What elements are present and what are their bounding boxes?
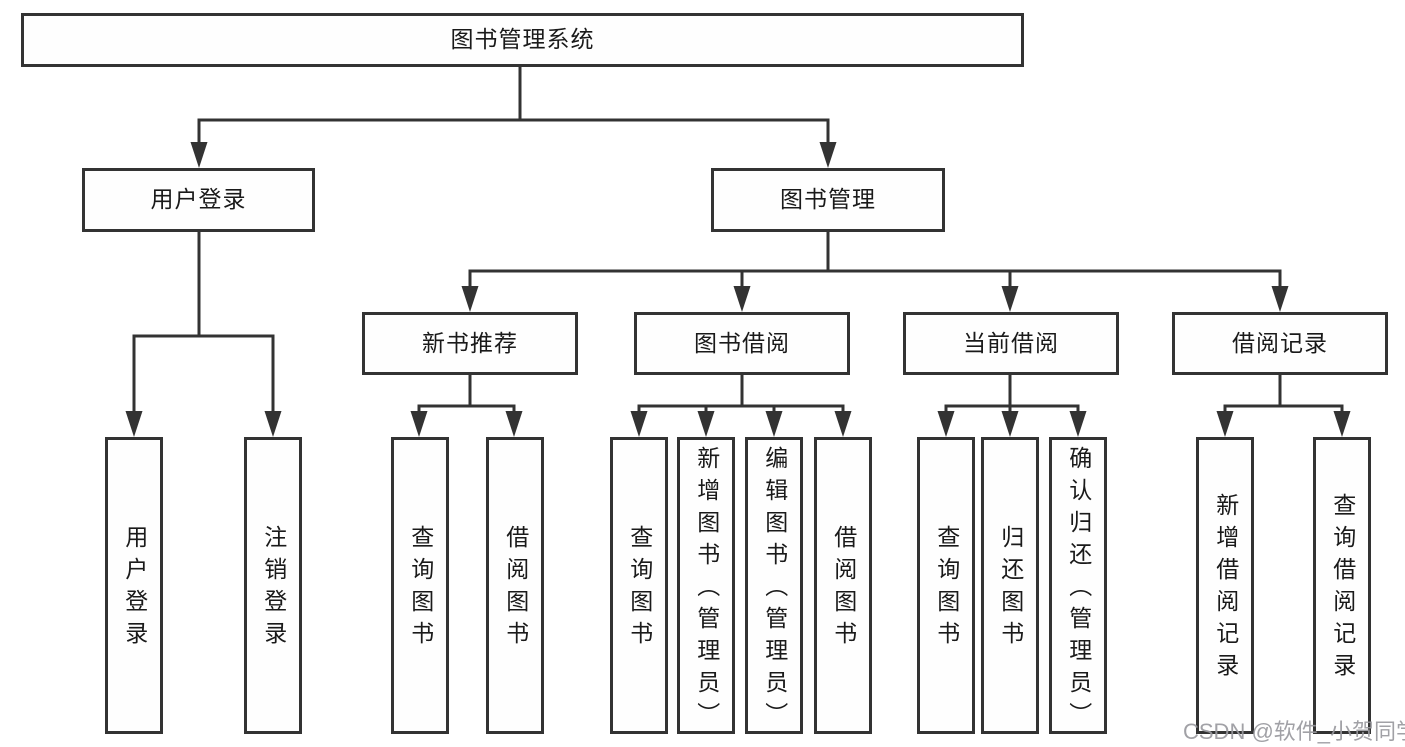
arrowheads: [125, 142, 1351, 437]
leaf-records-add-record: 新增借阅记录: [1196, 437, 1254, 734]
node-borrow-records: 借阅记录: [1172, 312, 1388, 375]
node-root-system: 图书管理系统: [21, 13, 1024, 67]
leaf-current-query-books: 查询图书: [917, 437, 975, 734]
leaf-user-login: 用户登录: [105, 437, 163, 734]
leaf-recommend-query-books: 查询图书: [391, 437, 449, 734]
node-book-borrow: 图书借阅: [634, 312, 850, 375]
leaf-current-return-books: 归还图书: [981, 437, 1039, 734]
leaf-borrow-edit-books-admin: 编辑图书（管理员）: [745, 437, 803, 734]
csdn-watermark: CSDN @软件_小贺同学: [1183, 719, 1405, 744]
leaf-borrow-add-books-admin: 新增图书（管理员）: [677, 437, 735, 734]
leaf-borrow-query-books: 查询图书: [610, 437, 668, 734]
node-current-borrow: 当前借阅: [903, 312, 1119, 375]
leaf-recommend-borrow-books: 借阅图书: [486, 437, 544, 734]
leaf-current-confirm-return-admin: 确认归还（管理员）: [1049, 437, 1107, 734]
leaf-records-query-record: 查询借阅记录: [1313, 437, 1371, 734]
node-book-management-module: 图书管理: [711, 168, 945, 232]
node-user-login-module: 用户登录: [82, 168, 315, 232]
leaf-logout: 注销登录: [244, 437, 302, 734]
leaf-borrow-borrow-books: 借阅图书: [814, 437, 872, 734]
node-new-book-recommend: 新书推荐: [362, 312, 578, 375]
